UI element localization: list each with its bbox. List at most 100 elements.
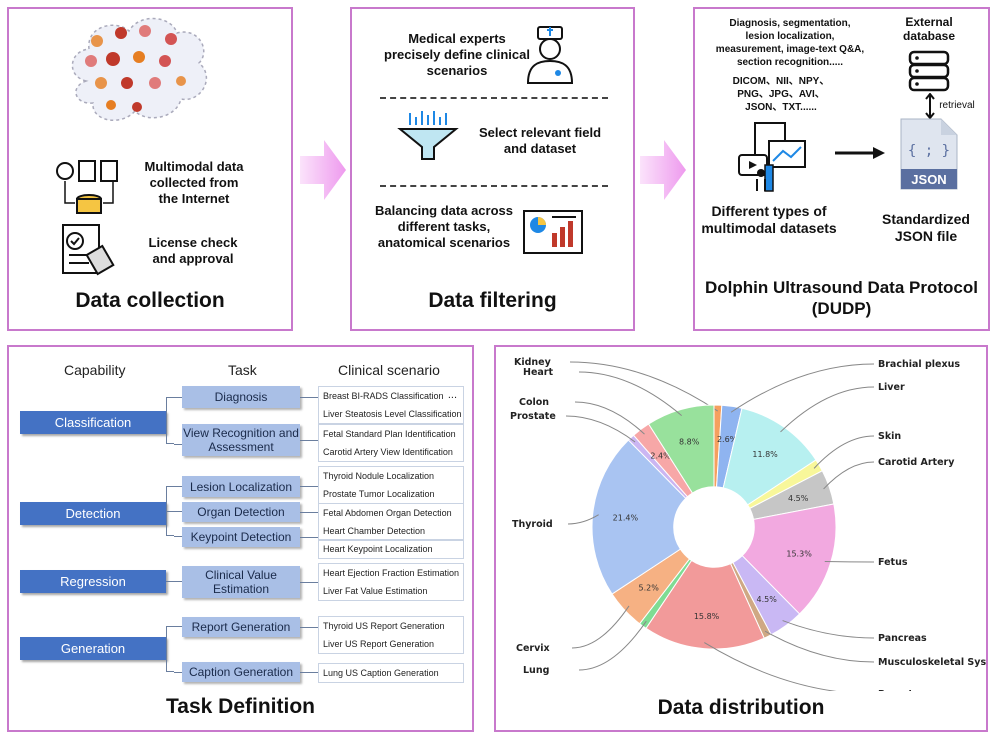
- arrow-right-icon: [640, 140, 686, 200]
- json-file-icon: { ; } JSON: [900, 118, 958, 190]
- pie-value-label: 4.5%: [788, 494, 809, 503]
- pie-leader-line: [782, 620, 875, 639]
- scenario-item: Thyroid Nodule Localization: [323, 471, 435, 481]
- arrow-right-icon: [835, 147, 885, 159]
- scenario-header: Clinical scenario: [338, 362, 440, 378]
- database-icon: [908, 50, 950, 92]
- doctor-icon: [526, 26, 574, 84]
- pie-slice-thyroid: [591, 439, 687, 595]
- task-caption-generation: Caption Generation: [182, 662, 300, 682]
- data-filtering-title: Data filtering: [428, 289, 557, 312]
- pie-leader-line: [780, 386, 875, 433]
- funnel-icon: [397, 111, 459, 160]
- pie-category-label: Heart: [523, 367, 553, 378]
- pie-leader-line: [567, 514, 599, 525]
- divider: [380, 97, 608, 99]
- pie-value-label: 2.4%: [650, 452, 671, 461]
- pie-leader-line: [571, 605, 630, 649]
- task-report-generation: Report Generation: [182, 617, 300, 637]
- multimodal-dataset-icon: [738, 122, 806, 192]
- pie-leader-line: [824, 560, 875, 563]
- task-header: Task: [228, 362, 257, 378]
- pie-leader-line: [578, 620, 647, 671]
- chart-balance-icon: [523, 210, 583, 254]
- multimodal-text: Multimodal data collected from the Inter…: [144, 159, 244, 206]
- pie-value-label: 4.5%: [757, 595, 778, 604]
- capability-regression: Regression: [20, 570, 166, 593]
- task-diagnosis: Diagnosis: [182, 386, 300, 408]
- connector: [174, 486, 182, 487]
- connector: [174, 672, 182, 673]
- scenario-item: Heart Ejection Fraction Estimation: [323, 568, 460, 578]
- scenario-group-value: Heart Ejection Fraction Estimation Liver…: [318, 563, 464, 601]
- pie-category-label: Brachial plexus: [878, 359, 960, 370]
- connector: [300, 537, 318, 538]
- filter-step-select: Select relevant field and dataset: [478, 125, 602, 156]
- scenario-group-diagnosis: Breast BI-RADS Classification Liver Stea…: [318, 386, 464, 424]
- task-keypoint-detection: Keypoint Detection: [182, 527, 300, 547]
- data-distribution-title: Data distribution: [657, 696, 825, 719]
- pie-category-label: Colon: [519, 397, 549, 408]
- datasets-label: Different types of multimodal datasets: [701, 203, 837, 236]
- pie-category-label: Kidney: [514, 357, 552, 368]
- pie-category-label: Carotid Artery: [878, 457, 955, 468]
- connector: [300, 582, 318, 583]
- pie-value-label: 8.8%: [679, 437, 700, 446]
- connector: [166, 626, 174, 672]
- retrieval-label: retrieval: [939, 100, 975, 111]
- pie-category-label: Lung: [523, 665, 549, 676]
- capability-classification: Classification: [20, 411, 166, 434]
- json-brace-text: { ; }: [908, 143, 950, 159]
- scenario-item: Lung US Caption Generation: [323, 668, 439, 678]
- pie-leader-line: [823, 461, 875, 490]
- organ-cloud-icon: [71, 17, 208, 121]
- data-collection-panel: Multimodal data collected from the Inter…: [7, 7, 293, 331]
- scenario-item: Carotid Artery View Identification: [323, 447, 453, 457]
- connector: [300, 440, 318, 441]
- pie-category-label: Prostate: [510, 411, 556, 422]
- pie-category-label: Breast: [878, 689, 913, 691]
- pie-value-label: 5.2%: [639, 584, 660, 593]
- license-text: License check and approval: [148, 235, 238, 266]
- scenario-item: Liver US Report Generation: [323, 639, 435, 649]
- connector: [300, 512, 318, 513]
- scenario-item: Liver Steatosis Level Classification: [323, 409, 462, 419]
- connector: [300, 672, 318, 673]
- pie-leader-line: [578, 371, 682, 416]
- scenario-group-lesion: Thyroid Nodule Localization Prostate Tum…: [318, 466, 464, 504]
- connector: [166, 581, 182, 582]
- license-icon: [62, 224, 115, 276]
- pie-leader-line: [813, 435, 875, 469]
- pie-category-label: Thyroid: [512, 519, 553, 530]
- pie-leader-line: [764, 630, 875, 663]
- external-database-label: External database: [902, 15, 956, 43]
- connector: [174, 397, 182, 398]
- scenario-item: Prostate Tumor Localization: [323, 489, 435, 499]
- connector: [174, 444, 182, 445]
- dudp-title: Dolphin Ultrasound Data Protocol (DUDP): [705, 278, 978, 318]
- pie-leader-line: [730, 363, 875, 413]
- connector: [300, 627, 318, 628]
- scenario-ellipsis: ...: [447, 389, 457, 401]
- pie-category-label: Skin: [878, 431, 901, 442]
- donut-hole: [673, 486, 755, 568]
- filter-step-balance: Balancing data across different tasks, a…: [375, 203, 513, 250]
- pie-category-label: Cervix: [516, 643, 550, 654]
- divider: [380, 185, 608, 187]
- connector: [300, 486, 318, 487]
- scenario-item: Liver Fat Value Estimation: [323, 586, 428, 596]
- scenario-item: Breast BI-RADS Classification: [323, 391, 444, 401]
- retrieval-arrow-icon: [925, 93, 935, 119]
- scenario-item: Heart Keypoint Localization: [323, 544, 433, 554]
- pie-value-label: 21.4%: [613, 514, 639, 523]
- scenario-group-caption: Lung US Caption Generation: [318, 663, 464, 683]
- dudp-formats: DICOM、NII、NPY、PNG、JPG、AVI、JSON、TXT......: [732, 76, 830, 113]
- pie-leader-line: [574, 401, 645, 435]
- connector: [174, 626, 182, 627]
- task-view-recognition: View Recognition and Assessment: [182, 424, 300, 456]
- pie-category-label: Fetus: [878, 557, 908, 568]
- dudp-panel: Diagnosis, segmentation, lesion localiza…: [693, 7, 990, 331]
- pie-value-label: 11.8%: [752, 450, 778, 459]
